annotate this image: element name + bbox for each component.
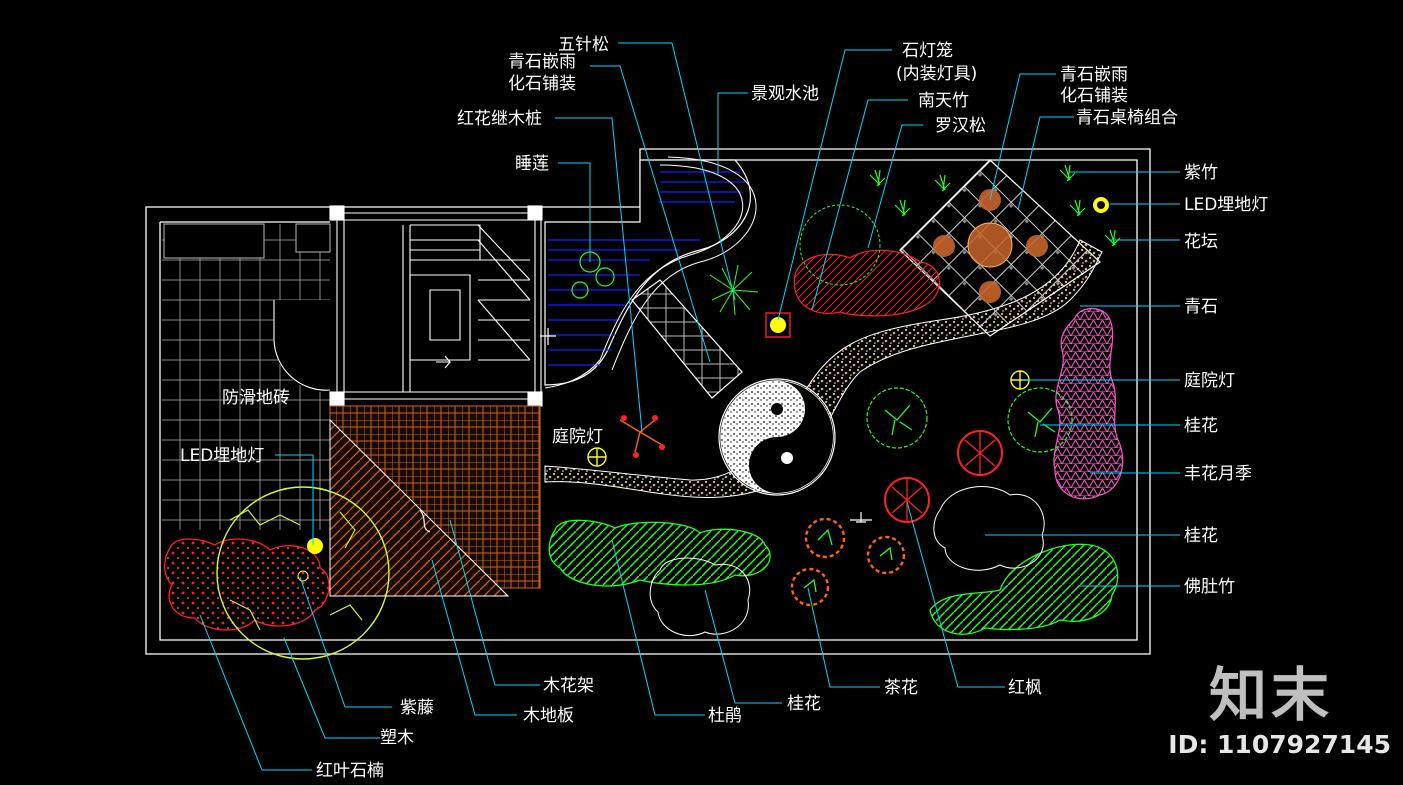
label-mu-diban: 木地板 — [523, 706, 574, 726]
house-block — [273, 205, 543, 407]
landscape-pond — [544, 156, 757, 389]
label-qingshi-paving-1b: 化石铺装 — [508, 74, 576, 94]
label-sumu: 塑木 — [380, 728, 414, 748]
wall-lamp-symbol — [540, 328, 872, 523]
label-tingyuandeng-right: 庭院灯 — [1184, 371, 1235, 391]
label-led-light-right: LED埋地灯 — [1184, 195, 1268, 215]
label-guihua-3: 桂花 — [787, 694, 821, 714]
label-led-light-left: LED埋地灯 — [180, 446, 264, 466]
label-guihua-2: 桂花 — [1184, 526, 1218, 546]
label-qingshi-table: 青石桌椅组合 — [1076, 108, 1178, 128]
label-ziteng: 紫藤 — [400, 698, 434, 718]
label-fodu-zhu: 佛肚竹 — [1184, 577, 1235, 597]
wood-deck — [329, 405, 541, 597]
label-jingguan-shuichi: 景观水池 — [751, 84, 819, 104]
annotation-labels: 五针松 青石嵌雨 化石铺装 红花继木桩 睡莲 景观水池 石灯笼 (内装灯具) 南… — [180, 35, 1268, 781]
label-chahua: 茶花 — [884, 678, 918, 698]
label-huatan: 花坛 — [1184, 232, 1218, 252]
stone-table-set — [899, 159, 1101, 337]
watermark-logo: 知末 — [1208, 661, 1333, 729]
label-qingshi: 青石 — [1184, 297, 1218, 317]
label-shidenglong-b: (内装灯具) — [896, 64, 977, 84]
label-qingshi-paving-2a: 青石嵌雨 — [1060, 65, 1128, 85]
label-hongye-shinan: 红叶石楠 — [316, 761, 384, 781]
label-guihua-1: 桂花 — [1184, 416, 1218, 436]
label-tingyuandeng-center: 庭院灯 — [552, 427, 603, 447]
label-nantianzhu: 南天竹 — [918, 91, 969, 111]
watermark-id: ID: 1107927145 — [1168, 730, 1391, 759]
label-luohansong: 罗汉松 — [935, 116, 986, 136]
anti-slip-tile-area — [162, 223, 331, 530]
label-fenghua-yueji: 丰花月季 — [1184, 464, 1252, 484]
label-qingshi-paving-1a: 青石嵌雨 — [508, 52, 576, 72]
label-zizhu: 紫竹 — [1184, 163, 1218, 183]
label-hongjimu: 红花继木桩 — [457, 109, 542, 129]
taichi-stone — [718, 378, 836, 496]
label-hongfeng: 红枫 — [1008, 678, 1042, 698]
label-dujuan: 杜鹃 — [708, 706, 742, 726]
garden-lights — [587, 312, 1030, 467]
label-qingshi-paving-2b: 化石铺装 — [1060, 86, 1128, 106]
planting-layer — [163, 164, 1124, 660]
label-mu-huajia: 木花架 — [543, 676, 594, 696]
label-wuzhensong: 五针松 — [558, 35, 609, 55]
annotation-leaders — [199, 42, 1180, 771]
label-shuilian: 睡莲 — [515, 154, 549, 174]
label-shidenglong-a: 石灯笼 — [902, 41, 953, 61]
label-fanghua-dizhuan: 防滑地砖 — [222, 388, 290, 408]
bluestone-paving-path — [631, 279, 743, 399]
